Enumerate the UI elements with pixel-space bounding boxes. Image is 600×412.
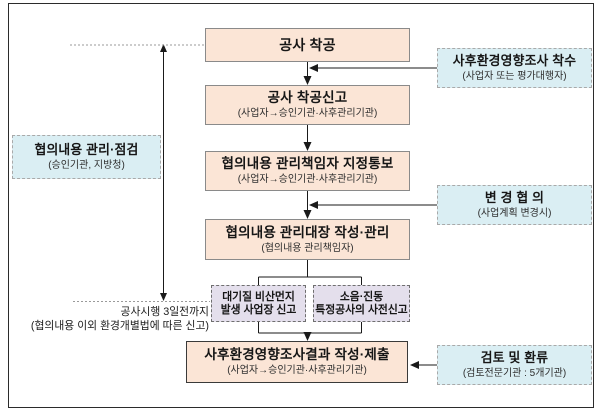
node-construction-report: 공사 착공신고 (사업자→승인기관·사후관리기관) (205, 85, 410, 125)
node-title: 사후환경영향조사 착수 (452, 52, 577, 68)
node-subtitle: (사업자→승인기관·사후관리기관) (227, 365, 367, 376)
node-title-line2: 발생 사업장 신고 (220, 303, 297, 316)
node-subtitle: (사업자→승인기관·사후관리기관) (237, 174, 378, 185)
node-dust-report: 대기질 비산먼지 발생 사업장 신고 (211, 285, 306, 322)
node-title-line1: 소음·진동 (339, 291, 384, 304)
diagram-frame (8, 3, 594, 408)
node-subtitle: (협의내용 관리책임자) (261, 242, 354, 254)
node-title: 협의내용 관리·점검 (34, 141, 139, 157)
node-title: 협의내용 관리대장 작성·관리 (225, 224, 390, 240)
node-result-submission: 사후환경영향조사결과 작성·제출 (사업자→승인기관·사후관리기관) (186, 341, 408, 383)
node-title: 변 경 협 의 (484, 189, 545, 205)
node-ledger-management: 협의내용 관리대장 작성·관리 (협의내용 관리책임자) (205, 219, 410, 260)
deadline-note: (협의내용 이외 환경개별법에 따른 신고) (30, 320, 209, 333)
node-subtitle: (사업자→승인기관·사후관리기관) (237, 108, 378, 119)
node-subtitle: (승인기관, 지방청) (48, 159, 125, 171)
node-post-survey-start: 사후환경영향조사 착수 (사업자 또는 평가대행자) (437, 48, 592, 88)
node-title: 협의내용 관리책임자 지정통보 (221, 156, 394, 172)
deadline-text: 공사시행 3일전까지 (120, 306, 209, 318)
node-management-check: 협의내용 관리·점검 (승인기관, 지방청) (12, 135, 161, 179)
node-construction-start: 공사 착공 (205, 28, 410, 62)
node-title: 공사 착공 (279, 36, 336, 53)
node-noise-report: 소음·진동 특정공사의 사전신고 (313, 285, 410, 322)
node-review-feedback: 검토 및 환류 (검토전문기관 : 5개기관) (437, 345, 592, 385)
node-manager-designation: 협의내용 관리책임자 지정통보 (사업자→승인기관·사후관리기관) (205, 151, 410, 191)
node-title: 사후환경영향조사결과 작성·제출 (204, 347, 390, 363)
deadline-annotation: 공사시행 3일전까지 (협의내용 이외 환경개별법에 따른 신고) (10, 305, 209, 334)
node-title: 검토 및 환류 (480, 349, 549, 365)
node-change-consultation: 변 경 협 의 (사업계획 변경시) (437, 185, 592, 225)
node-title-line2: 특정공사의 사전신고 (315, 303, 408, 316)
node-title-line1: 대기질 비산먼지 (222, 291, 295, 304)
node-subtitle: (검토전문기관 : 5개기관) (462, 367, 567, 379)
node-title: 공사 착공신고 (267, 90, 348, 106)
node-subtitle: (사업자 또는 평가대행자) (462, 70, 567, 82)
node-subtitle: (사업계획 변경시) (477, 207, 552, 219)
